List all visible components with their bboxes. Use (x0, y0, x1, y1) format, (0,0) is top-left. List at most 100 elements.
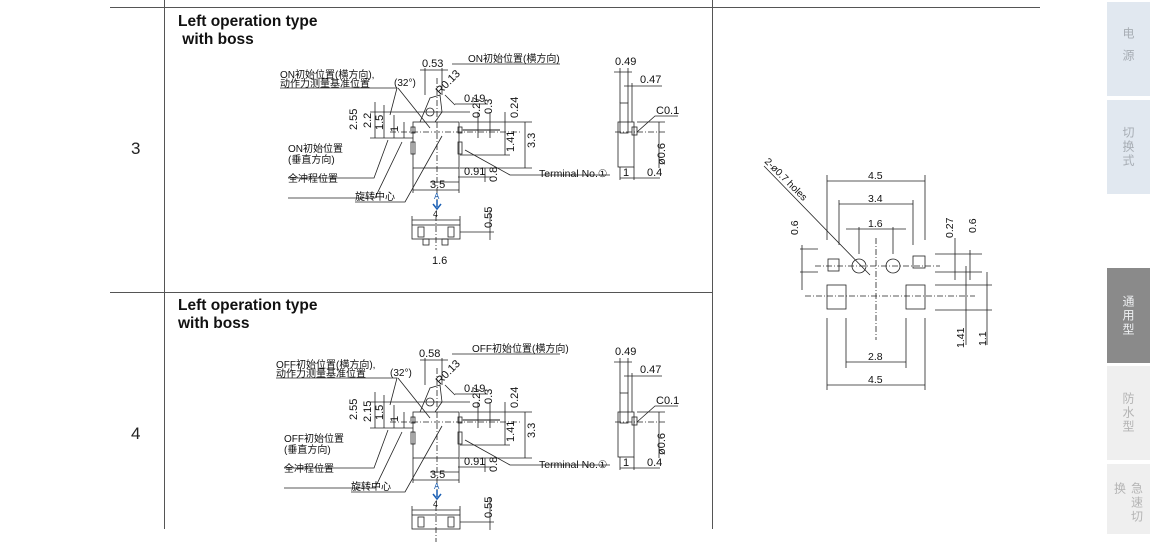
pcb-footprint-drawing: 2-ø0.7 holes 4.5 3.4 1.6 0.6 0.27 0.6 1.… (762, 156, 992, 390)
side-dim-dia06: ø0.6 (656, 433, 668, 455)
sidebar-tab-label: 通用型 (1121, 294, 1135, 337)
side-dim-047: 0.47 (640, 74, 661, 86)
dim-141: 1.41 (505, 131, 517, 152)
dim-15: 1.5 (374, 115, 386, 130)
pad (912, 255, 926, 269)
dim-width-outer-top: 4.5 (868, 170, 883, 182)
dim-019: 0.19 (464, 93, 485, 105)
dim-height-11: 1.1 (977, 331, 989, 346)
dim-024: 0.24 (509, 97, 521, 118)
label-angle: (32°) (394, 78, 416, 89)
label-holes: 2-ø0.7 holes (762, 156, 809, 203)
dim-width-28: 2.8 (868, 351, 883, 363)
sidebar-tab-waterproof[interactable]: 防水型 (1107, 366, 1150, 460)
switch-drawing-row-4: A OFF初始位置(横方向), 动作力测量基准位置 (32°) 0.58 OFF… (276, 342, 679, 542)
label-vertical: ON初始位置 (288, 142, 343, 155)
dim-height-027: 0.27 (944, 217, 956, 238)
dim-16: 1.6 (432, 255, 447, 267)
label-angle: (32°) (390, 368, 412, 379)
dim-1: 1 (389, 126, 401, 132)
label-vertical-dir: (垂直方向) (288, 153, 335, 166)
sidebar-tab-label: 急速切换 (1112, 482, 1144, 524)
dim-4: 4 (433, 499, 438, 509)
table-top-border (110, 7, 1040, 8)
dim-08: 0.8 (488, 167, 500, 182)
pad (826, 284, 847, 310)
switch-drawing-row-3: A ON初始位置(横方向), 动作力测量基准位置 (32°) 0.53 ON初始… (280, 52, 679, 267)
dim-4: 4 (433, 209, 438, 219)
pad (905, 284, 926, 310)
label-horizontal-ref: ON初始位置(横方向), (280, 68, 374, 81)
dim-lever-width: 0.53 (422, 58, 443, 70)
sidebar-tab-label: 电源 (1121, 27, 1135, 71)
row-title: Left operation type with boss (178, 297, 318, 332)
dim-091: 0.91 (464, 456, 485, 468)
dim-radius: R0.13 (434, 68, 463, 97)
dim-027: 0.27 (471, 387, 483, 408)
row-number: 4 (131, 424, 141, 443)
dim-35: 3.5 (430, 179, 445, 191)
side-dim-049: 0.49 (615, 56, 636, 68)
label-rotation-center: 旋转中心 (355, 190, 395, 203)
table-col-divider-1 (164, 0, 165, 529)
sidebar-tab-general[interactable]: 通用型 (1107, 268, 1150, 363)
dim-33: 3.3 (526, 133, 538, 148)
dim-width-outer-bottom: 4.5 (868, 374, 883, 386)
dim-141: 1.41 (505, 421, 517, 442)
dim-024: 0.24 (509, 387, 521, 408)
dim-height-06-left: 0.6 (789, 220, 801, 235)
lever (419, 94, 443, 123)
side-dim-1: 1 (623, 457, 629, 469)
label-vertical: OFF初始位置 (284, 432, 344, 445)
table-col-divider-2 (712, 0, 713, 529)
side-dim-1: 1 (623, 167, 629, 179)
dim-height-06-right: 0.6 (967, 218, 979, 233)
label-force-ref: 动作力测量基准位置 (280, 77, 370, 90)
dim-027: 0.27 (471, 97, 483, 118)
dim-255: 2.55 (348, 109, 360, 130)
sidebar-tab-switching[interactable]: 切换式 (1107, 100, 1150, 194)
sidebar-tab-label: 防水型 (1121, 392, 1135, 434)
side-dim-dia06: ø0.6 (656, 143, 668, 165)
label-horizontal-top: OFF初始位置(横方向) (472, 342, 569, 355)
sidebar-tab-label: 切换式 (1121, 126, 1135, 168)
label-force-ref: 动作力测量基准位置 (276, 367, 366, 380)
label-terminal: Terminal No.① (539, 168, 608, 180)
dim-019: 0.19 (464, 383, 485, 395)
sidebar-tab-power[interactable]: 电源 (1107, 2, 1150, 96)
label-rotation-center: 旋转中心 (351, 480, 391, 493)
side-dim-047: 0.47 (640, 364, 661, 376)
label-full-stroke: 全冲程位置 (284, 462, 334, 475)
dim-height-2: 2.15 (362, 401, 374, 422)
pad (827, 258, 840, 272)
side-dim-04: 0.4 (647, 457, 662, 469)
row-number: 3 (131, 139, 141, 158)
label-horizontal-top: ON初始位置(横方向) (468, 52, 560, 65)
dim-width-34: 3.4 (868, 193, 883, 205)
dim-35: 3.5 (430, 469, 445, 481)
dim-1: 1 (389, 416, 401, 422)
dim-255: 2.55 (348, 399, 360, 420)
side-dim-c01: C0.1 (656, 105, 679, 117)
label-full-stroke: 全冲程位置 (288, 172, 338, 185)
label-terminal: Terminal No.① (539, 459, 608, 471)
sidebar-tab-snap-action[interactable]: 急速切换 (1107, 464, 1150, 534)
side-dim-04: 0.4 (647, 167, 662, 179)
dim-03: 0.3 (483, 389, 495, 404)
dim-091: 0.91 (464, 166, 485, 178)
table-row-divider (110, 292, 712, 293)
dim-08: 0.8 (488, 457, 500, 472)
dim-15: 1.5 (374, 405, 386, 420)
dim-055: 0.55 (483, 497, 495, 518)
view-a-label: A (434, 192, 440, 201)
dim-width-16: 1.6 (868, 218, 883, 230)
dim-lever-width: 0.58 (419, 348, 440, 360)
dim-height-2: 2.2 (362, 113, 374, 128)
side-dim-c01: C0.1 (656, 395, 679, 407)
view-a-label: A (434, 482, 440, 491)
dim-height-141: 1.41 (955, 327, 967, 348)
dim-055: 0.55 (483, 207, 495, 228)
label-horizontal-ref: OFF初始位置(横方向), (276, 358, 375, 371)
dim-03: 0.3 (483, 99, 495, 114)
label-vertical-dir: (垂直方向) (284, 443, 331, 456)
